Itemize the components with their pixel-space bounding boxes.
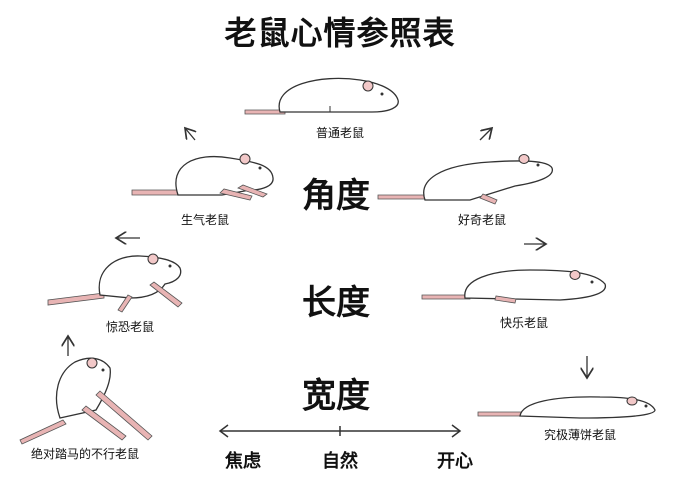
curious-mouse-drawing [377, 154, 553, 205]
happy-mouse-drawing [421, 269, 607, 304]
dimension-length: 长度 [302, 283, 370, 323]
terrified-mouse-drawing [19, 357, 153, 445]
angry-mouse-drawing [131, 153, 274, 201]
label-terrified-mouse: 绝对踏马的不行老鼠 [30, 447, 139, 461]
label-curious-mouse: 好奇老鼠 [457, 213, 506, 227]
ultimate-mouse-drawing [477, 396, 656, 419]
page-title: 老鼠心情参照表 [224, 14, 456, 52]
scale-right-label: 开心 [437, 451, 473, 472]
label-normal-mouse: 普通老鼠 [315, 126, 364, 140]
scale-middle-label: 自然 [322, 451, 358, 472]
normal-mouse-drawing [244, 77, 399, 115]
scared-mouse-drawing [47, 253, 183, 313]
arrow-up-left [185, 128, 195, 141]
label-angry-mouse: 生气老鼠 [180, 213, 229, 227]
dimension-width: 宽度 [302, 376, 370, 416]
label-scared-mouse: 惊恐老鼠 [105, 320, 154, 334]
scale-left-label: 焦虑 [225, 451, 261, 472]
label-happy-mouse: 快乐老鼠 [499, 316, 548, 330]
label-ultimate-mouse: 究极薄饼老鼠 [543, 428, 616, 442]
arrow-up-right [479, 128, 492, 141]
mood-scale-axis [218, 424, 462, 438]
dimension-angle: 角度 [302, 176, 370, 216]
